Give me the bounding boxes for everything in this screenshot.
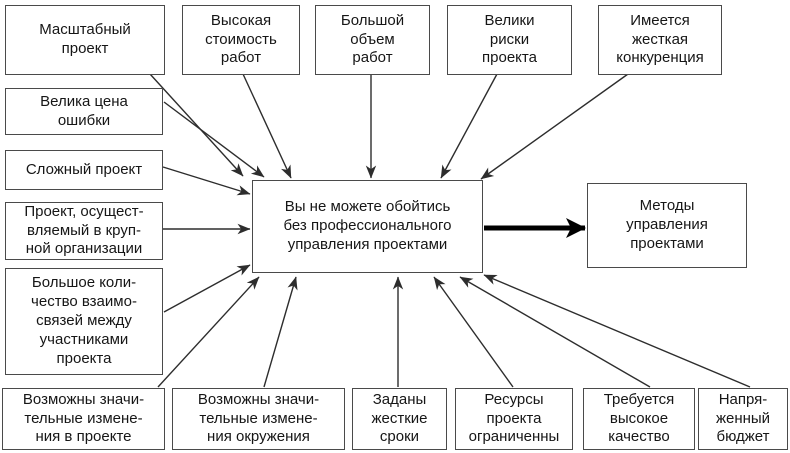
factor-box-project-changes: Возможны значи- тельные измене- ния в пр… <box>2 388 165 450</box>
factor-box-large-volume: Большой объем работ <box>315 5 430 75</box>
arrow-tight-budget-to-center <box>483 274 751 388</box>
factor-box-high-cost: Высокая стоимость работ <box>182 5 300 75</box>
factor-box-complex-project: Сложный проект <box>5 150 163 190</box>
arrow-high-quality-to-center <box>459 276 651 388</box>
factor-box-high-risks: Велики риски проекта <box>447 5 572 75</box>
arrow-error-cost-to-center <box>163 101 265 178</box>
factor-box-error-cost: Велика цена ошибки <box>5 88 163 135</box>
arrow-high-risks-to-center <box>440 73 498 179</box>
arrow-large-scale-to-center <box>149 73 244 177</box>
arrow-many-links-to-center <box>163 264 251 313</box>
result-methods-box: Методы управления проектами <box>587 183 747 268</box>
arrow-environment-changes-to-center <box>263 276 298 388</box>
arrow-project-changes-to-center <box>157 276 260 388</box>
factor-box-tight-budget: Напря- женный бюджет <box>698 388 788 450</box>
factor-box-high-quality: Требуется высокое качество <box>583 388 695 450</box>
center-statement-box: Вы не можете обойтись без профессиональн… <box>252 180 483 273</box>
factor-box-tight-deadlines: Заданы жесткие сроки <box>352 388 447 450</box>
factor-box-environment-changes: Возможны значи- тельные измене- ния окру… <box>172 388 345 450</box>
arrow-limited-resources-to-center <box>433 276 514 388</box>
factor-box-large-scale: Масштабный проект <box>5 5 165 75</box>
factor-box-competition: Имеется жесткая конкуренция <box>598 5 722 75</box>
factor-box-limited-resources: Ресурсы проекта ограниченны <box>455 388 573 450</box>
arrow-complex-project-to-center <box>162 166 251 196</box>
factor-box-many-links: Большое коли- чество взаимо- связей межд… <box>5 268 163 375</box>
arrow-competition-to-center <box>480 73 629 180</box>
arrow-high-cost-to-center <box>242 73 292 179</box>
factor-box-large-org: Проект, осущест- вляемый в круп- ной орг… <box>5 202 163 260</box>
